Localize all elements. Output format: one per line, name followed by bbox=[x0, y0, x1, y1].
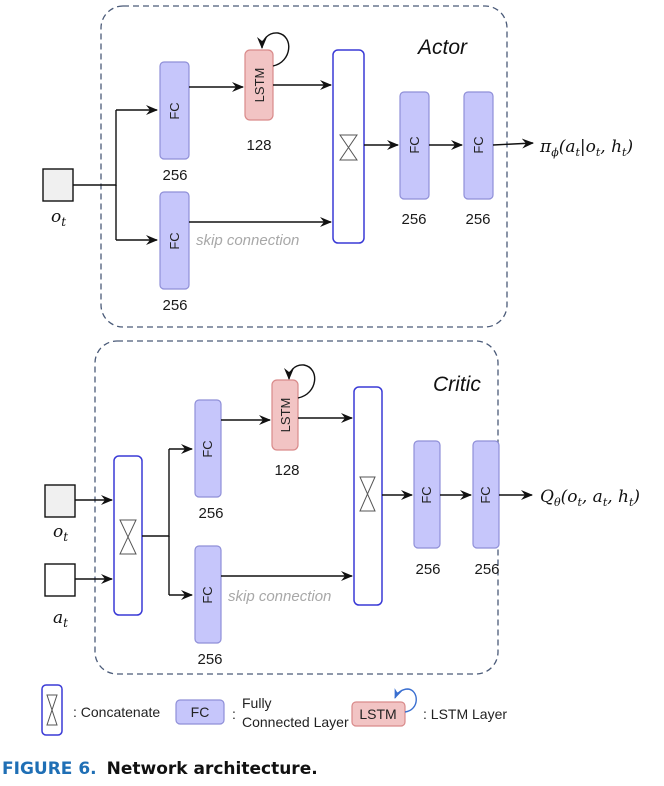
legend-fc-box-label: FC bbox=[191, 704, 210, 720]
actor-output-label: πϕ(at|ot, ht) bbox=[539, 137, 633, 159]
actor-concatenate bbox=[332, 49, 365, 244]
legend-lstm-loop-icon bbox=[394, 688, 417, 713]
actor-fc1-size: 256 bbox=[162, 167, 187, 184]
critic-input-concatenate bbox=[113, 455, 143, 616]
critic-fc2-size: 256 bbox=[415, 561, 440, 578]
actor-fc3-label: FC bbox=[471, 136, 486, 153]
critic-fc3-size: 256 bbox=[474, 561, 499, 578]
actor-lstm-label: LSTM bbox=[252, 68, 267, 103]
critic-lstm bbox=[271, 379, 299, 451]
critic-input-ot bbox=[44, 484, 76, 518]
critic-fc2-label: FC bbox=[419, 486, 434, 503]
actor-concatenate-icon bbox=[339, 134, 358, 161]
critic-concatenate-icon bbox=[359, 476, 376, 512]
actor-fc-skip-label: FC bbox=[167, 232, 182, 249]
actor-fc1-label: FC bbox=[167, 102, 182, 119]
actor-input-branch bbox=[73, 110, 117, 186]
critic-fc-skip-size: 256 bbox=[197, 651, 222, 668]
critic-skip-label: skip connection bbox=[228, 588, 331, 605]
legend-fc-text-line2: Connected Layer bbox=[242, 714, 349, 730]
legend: : Concatenate FC : Fully Connected Layer… bbox=[41, 684, 507, 736]
actor-fc-skip bbox=[159, 191, 190, 290]
critic-output-label: Qθ(ot, at, ht) bbox=[540, 487, 640, 509]
legend-lstm-text: : LSTM Layer bbox=[423, 706, 507, 722]
actor-skip-label: skip connection bbox=[196, 232, 299, 249]
actor-fc-skip-size: 256 bbox=[162, 297, 187, 314]
critic-lstm-recurrent-loop bbox=[284, 364, 316, 399]
critic-title: Critic bbox=[433, 373, 481, 396]
actor-input-ot bbox=[42, 168, 74, 202]
actor-title: Actor bbox=[416, 36, 468, 59]
legend-fc-symbol bbox=[175, 699, 225, 725]
legend-fc-text-line1: Fully bbox=[242, 695, 272, 711]
actor-lstm-size: 128 bbox=[246, 137, 271, 154]
critic-input-concatenate-icon bbox=[119, 519, 137, 555]
critic-input-at-label: at bbox=[53, 608, 68, 630]
critic-fc-skip bbox=[194, 545, 222, 644]
actor-fc3-size: 256 bbox=[465, 211, 490, 228]
actor-group-border bbox=[100, 5, 508, 328]
legend-lstm-box-label: LSTM bbox=[359, 706, 396, 722]
critic-concat-branch bbox=[142, 449, 170, 537]
actor-fc3 bbox=[463, 91, 494, 200]
caption-text: Network architecture. bbox=[107, 759, 318, 779]
legend-concatenate-icon bbox=[46, 694, 58, 726]
actor-fc2-size: 256 bbox=[401, 211, 426, 228]
critic-group-border bbox=[94, 340, 499, 675]
legend-fc-colon: : bbox=[232, 706, 236, 722]
critic-lstm-size: 128 bbox=[274, 462, 299, 479]
legend-concatenate-text: : Concatenate bbox=[73, 704, 160, 720]
critic-fc-skip-label: FC bbox=[200, 586, 215, 603]
figure-caption: FIGURE 6. Network architecture. bbox=[2, 759, 318, 779]
critic-fc1-size: 256 bbox=[198, 505, 223, 522]
actor-fc1 bbox=[159, 61, 190, 160]
actor-fc2-label: FC bbox=[407, 136, 422, 153]
critic-input-ot-label: ot bbox=[53, 522, 68, 544]
critic-fc1-label: FC bbox=[200, 440, 215, 457]
actor-input-label: ot bbox=[51, 207, 66, 229]
legend-lstm-symbol bbox=[351, 701, 406, 727]
actor-arrow-output bbox=[492, 138, 534, 149]
critic-input-at bbox=[44, 563, 76, 597]
caption-figure-number: FIGURE 6. bbox=[2, 759, 97, 779]
critic-fc1 bbox=[194, 399, 222, 498]
actor-lstm-recurrent-loop bbox=[257, 32, 290, 67]
critic-lstm-label: LSTM bbox=[278, 398, 293, 433]
critic-fc3-label: FC bbox=[478, 486, 493, 503]
